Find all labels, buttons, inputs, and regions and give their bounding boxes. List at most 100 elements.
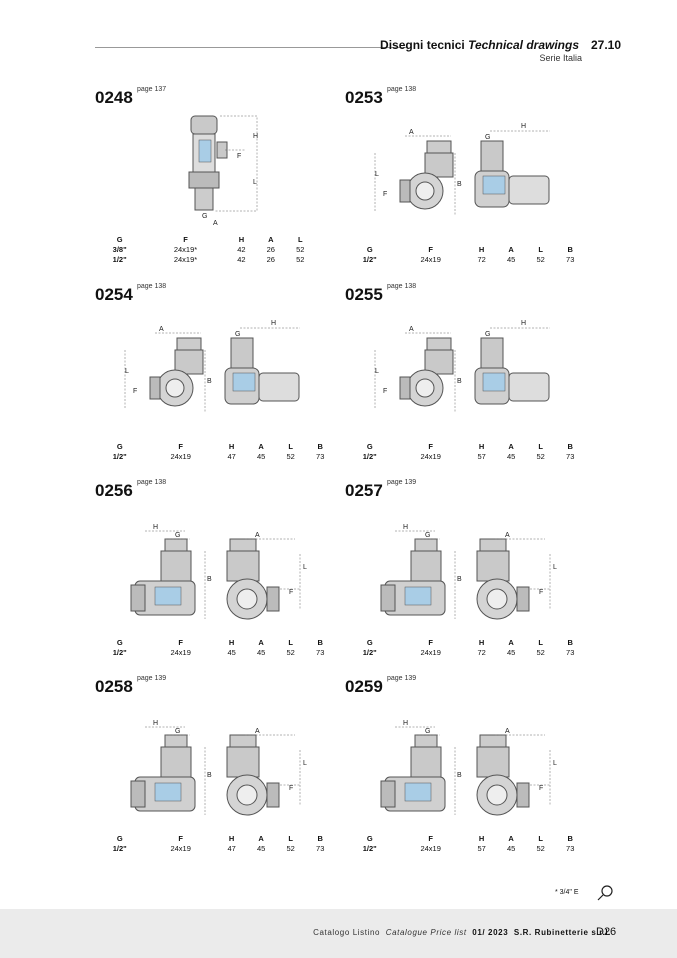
page-reference-link[interactable]: page 138 <box>387 86 417 93</box>
table-cell: 24x19* <box>144 254 227 264</box>
page-reference-link[interactable]: page 138 <box>137 479 167 486</box>
table-cell: 42 <box>226 254 257 264</box>
svg-text:A: A <box>409 326 414 333</box>
table-cell: 52 <box>275 647 306 657</box>
table-cell: 26 <box>256 254 286 264</box>
table-cell: 24x19 <box>394 843 467 853</box>
page-reference-link[interactable]: page 138 <box>137 283 167 290</box>
table-cell: 1/2" <box>95 843 145 853</box>
table-cell: 45 <box>496 647 526 657</box>
zoom-search-icon[interactable] <box>597 885 613 901</box>
page-reference-link[interactable]: page 138 <box>387 283 417 290</box>
table-cell: 1/2" <box>95 451 145 461</box>
table-cell: A <box>496 244 526 254</box>
table-cell: 73 <box>305 451 335 461</box>
svg-text:H: H <box>403 524 408 531</box>
svg-text:H: H <box>153 524 158 531</box>
table-cell: 45 <box>246 647 276 657</box>
page-reference-link[interactable]: page 139 <box>387 675 417 682</box>
table-cell: 72 <box>466 254 497 264</box>
table-cell: G <box>95 637 145 647</box>
table-cell: B <box>555 833 585 843</box>
table-cell: 52 <box>525 451 556 461</box>
table-cell: 24x19 <box>144 843 217 853</box>
svg-text:L: L <box>303 564 307 571</box>
table-cell: 47 <box>216 843 247 853</box>
svg-text:B: B <box>207 772 212 779</box>
table-cell: 57 <box>466 843 497 853</box>
table-cell: 72 <box>466 647 497 657</box>
table-cell: 24x19 <box>144 647 217 657</box>
page-title: Disegni tecnici Technical drawings <box>380 38 579 52</box>
table-cell: H <box>216 441 247 451</box>
table-cell: A <box>496 637 526 647</box>
svg-text:A: A <box>255 728 260 735</box>
svg-text:B: B <box>457 181 462 188</box>
svg-text:A: A <box>213 220 218 227</box>
table-cell: 45 <box>496 843 526 853</box>
svg-text:G: G <box>425 728 430 735</box>
series-name: Serie Italia <box>539 53 582 63</box>
table-cell: 24x19* <box>144 244 227 254</box>
page-reference-link[interactable]: page 139 <box>137 675 167 682</box>
table-cell: 45 <box>496 451 526 461</box>
table-cell: 52 <box>525 254 556 264</box>
table-cell: 1/2" <box>345 254 395 264</box>
table-cell: 1/2" <box>95 254 145 264</box>
product-code: 0256 <box>95 481 133 500</box>
page-number: D26 <box>596 926 617 938</box>
table-cell: 24x19 <box>394 647 467 657</box>
product-code: 0248 <box>95 88 133 107</box>
table-cell: L <box>525 441 556 451</box>
svg-text:H: H <box>521 320 526 327</box>
svg-text:H: H <box>153 720 158 727</box>
table-cell: B <box>305 637 335 647</box>
table-cell: L <box>275 833 306 843</box>
table-cell: F <box>144 833 217 843</box>
table-cell: 1/2" <box>345 647 395 657</box>
table-cell: B <box>305 441 335 451</box>
table-cell: L <box>525 833 556 843</box>
table-cell: 42 <box>226 244 257 254</box>
table-cell: 57 <box>466 451 497 461</box>
table-cell: F <box>144 441 217 451</box>
table-cell: 45 <box>246 451 276 461</box>
table-cell: 24x19 <box>394 254 467 264</box>
table-cell: A <box>496 441 526 451</box>
table-cell: H <box>466 833 497 843</box>
table-cell: 1/2" <box>345 843 395 853</box>
table-cell: 73 <box>305 843 335 853</box>
svg-text:L: L <box>375 171 379 178</box>
svg-text:H: H <box>253 133 258 140</box>
page-reference-link[interactable]: page 137 <box>137 86 167 93</box>
table-cell: G <box>345 637 395 647</box>
section-number: 27.10 <box>591 38 622 52</box>
table-cell: L <box>275 637 306 647</box>
svg-text:H: H <box>271 320 276 327</box>
page-reference-link[interactable]: page 139 <box>387 479 417 486</box>
table-cell: L <box>285 234 315 244</box>
table-cell: 3/8" <box>95 244 145 254</box>
table-cell: 52 <box>525 647 556 657</box>
table-cell: 73 <box>555 254 585 264</box>
svg-text:F: F <box>289 589 293 596</box>
svg-text:B: B <box>457 772 462 779</box>
table-cell: 73 <box>305 647 335 657</box>
svg-text:L: L <box>553 564 557 571</box>
svg-text:G: G <box>485 134 490 141</box>
table-cell: 45 <box>246 843 276 853</box>
